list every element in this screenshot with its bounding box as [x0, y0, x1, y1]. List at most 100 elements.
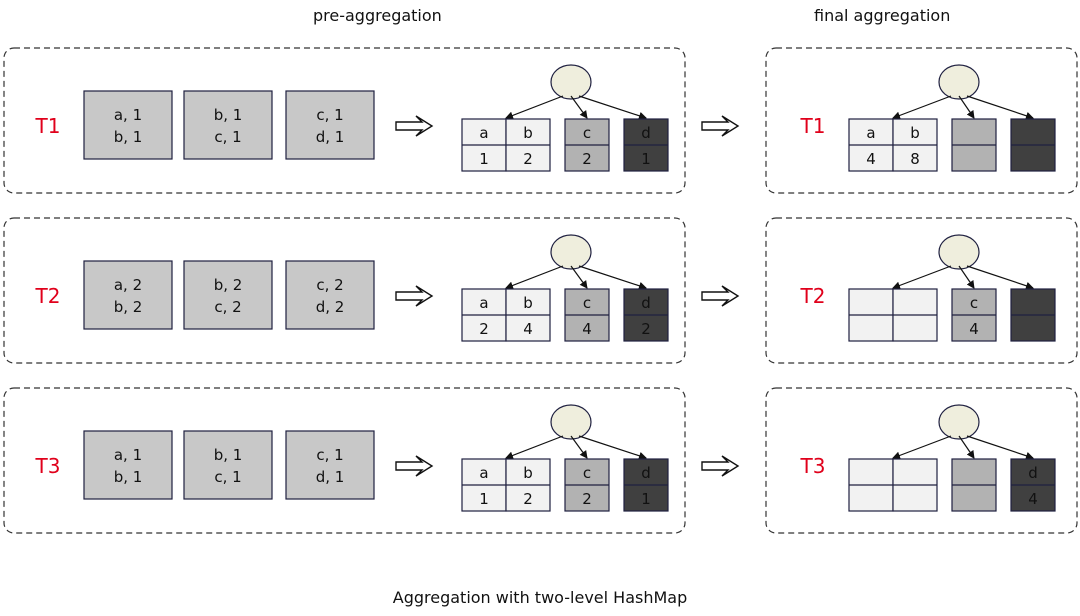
hash-value: 2: [523, 490, 533, 508]
hash-key: a: [479, 124, 488, 142]
hash-value: 4: [582, 320, 592, 338]
input-line: b, 1: [214, 446, 243, 464]
bucket-arrow: [966, 265, 1034, 290]
hollow-arrow: [395, 285, 434, 307]
root-node: [550, 64, 592, 100]
hash-value: 1: [641, 150, 651, 168]
final-aggregation-panel: [765, 47, 1078, 194]
input-line: b, 1: [214, 106, 243, 124]
input-line: b, 1: [114, 468, 143, 486]
bucket-arrow: [505, 435, 564, 460]
bucket-arrow: [505, 265, 564, 290]
pre-aggregation-header: pre-aggregation: [313, 6, 442, 25]
input-line: c, 1: [214, 128, 241, 146]
input-block: [285, 90, 375, 160]
hollow-arrow: [701, 455, 740, 477]
pre-aggregation-panel: [3, 47, 686, 194]
input-block: [83, 90, 173, 160]
input-block: [183, 260, 273, 330]
root-node: [550, 404, 592, 440]
final-aggregation-header: final aggregation: [814, 6, 951, 25]
bucket-arrow: [892, 95, 952, 120]
input-line: a, 1: [114, 446, 142, 464]
hash-key: a: [479, 464, 488, 482]
hollow-arrow: [701, 115, 740, 137]
thread-label: T3: [35, 454, 61, 478]
hash-key: d: [641, 464, 651, 482]
input-line: b, 2: [214, 276, 243, 294]
hollow-arrow: [395, 455, 434, 477]
input-line: c, 1: [214, 468, 241, 486]
hash-key: d: [641, 124, 651, 142]
input-line: b, 1: [114, 128, 143, 146]
input-line: c, 1: [316, 446, 343, 464]
input-line: c, 2: [316, 276, 343, 294]
bucket-arrow: [570, 95, 588, 119]
root-node: [550, 234, 592, 270]
input-block: [183, 430, 273, 500]
hash-value: 4: [866, 150, 876, 168]
root-node: [938, 234, 980, 270]
pre-aggregation-panel: [3, 387, 686, 534]
hash-key: c: [970, 294, 978, 312]
thread-label-final: T3: [800, 454, 826, 478]
bucket-arrow: [578, 265, 647, 290]
hash-value: 1: [479, 490, 489, 508]
bucket-arrow: [505, 95, 564, 120]
bucket-arrow: [570, 265, 588, 289]
hash-key: d: [641, 294, 651, 312]
thread-label-final: T2: [800, 284, 826, 308]
pre-aggregation-panel: [3, 217, 686, 364]
input-line: d, 1: [316, 128, 345, 146]
bucket-arrow: [958, 265, 975, 289]
bucket-arrow: [966, 95, 1034, 120]
hash-value: 2: [479, 320, 489, 338]
input-line: d, 2: [316, 298, 345, 316]
bucket-arrow: [570, 435, 588, 459]
hollow-arrow: [395, 115, 434, 137]
input-line: c, 1: [316, 106, 343, 124]
root-node: [938, 64, 980, 100]
hash-key: c: [583, 294, 591, 312]
hash-key: b: [523, 294, 533, 312]
hash-value: 1: [641, 490, 651, 508]
row-t2: T2 T2 a, 2 b, 2 b, 2 c, 2 c, 2 d, 2 a 2 b 4 c 4 d 2 c 4: [3, 217, 1078, 364]
input-line: a, 1: [114, 106, 142, 124]
hash-value: 2: [523, 150, 533, 168]
hash-key: d: [1028, 464, 1038, 482]
input-line: c, 2: [214, 298, 241, 316]
bucket-arrow: [892, 435, 952, 460]
bucket-arrow: [578, 95, 647, 120]
hollow-arrow: [701, 285, 740, 307]
input-line: a, 2: [114, 276, 142, 294]
hash-key: b: [910, 124, 920, 142]
input-line: b, 2: [114, 298, 143, 316]
final-aggregation-panel: [765, 387, 1078, 534]
bucket-arrow: [958, 95, 975, 119]
hash-key: b: [523, 464, 533, 482]
diagram-caption: Aggregation with two-level HashMap: [392, 588, 688, 607]
input-line: d, 1: [316, 468, 345, 486]
bucket-arrow: [892, 265, 952, 290]
hash-key: b: [523, 124, 533, 142]
hash-value: 4: [969, 320, 979, 338]
root-node: [938, 404, 980, 440]
hash-value: 1: [479, 150, 489, 168]
hash-value: 2: [641, 320, 651, 338]
hash-key: a: [479, 294, 488, 312]
input-block: [83, 430, 173, 500]
hash-value: 4: [523, 320, 533, 338]
thread-label: T2: [35, 284, 61, 308]
bucket-arrow: [958, 435, 975, 459]
hash-key: c: [583, 124, 591, 142]
bucket-arrow: [578, 435, 647, 460]
hash-key: a: [866, 124, 875, 142]
input-block: [83, 260, 173, 330]
hash-key: c: [583, 464, 591, 482]
hash-value: 2: [582, 150, 592, 168]
bucket-arrow: [966, 435, 1034, 460]
input-block: [183, 90, 273, 160]
input-block: [285, 260, 375, 330]
